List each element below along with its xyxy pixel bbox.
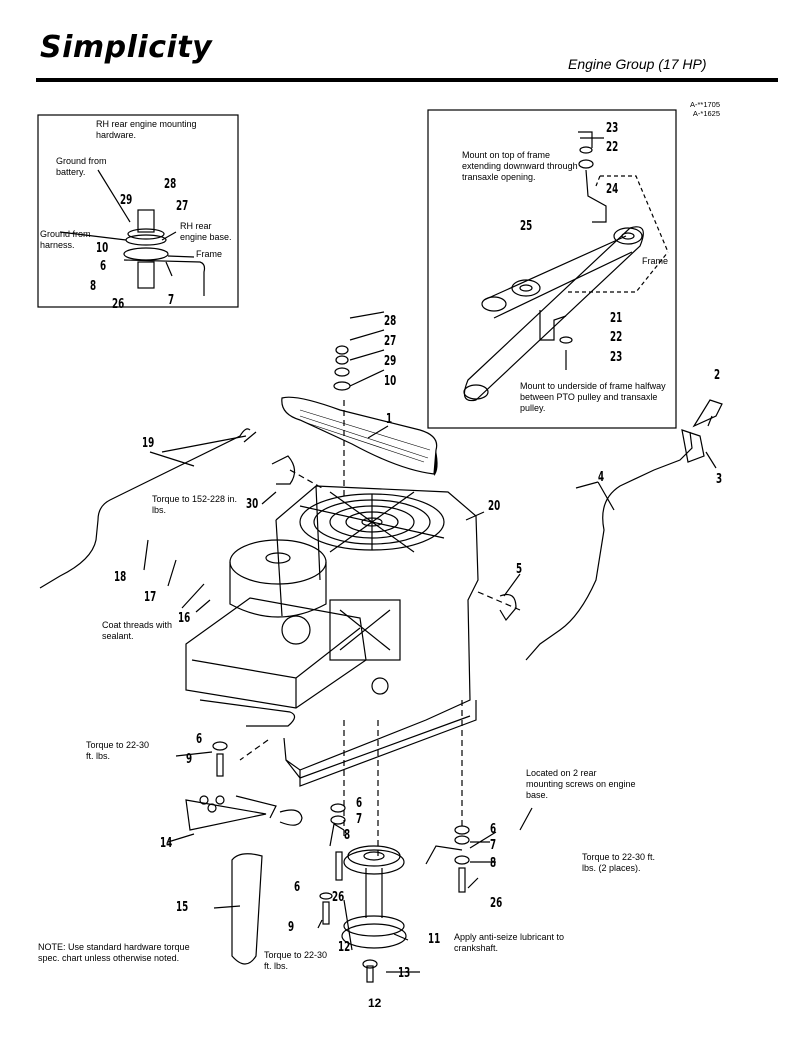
part-number: 11 [428,932,441,947]
inset-box-right [427,109,677,429]
part-number: 12 [338,940,351,955]
callout-torque-bottom: Torque to 22-30 ft. lbs. [264,950,328,971]
part-number: 1 [386,412,393,427]
part-number: 26 [332,890,345,905]
label-rh-rear-hardware: RH rear engine mounting hardware. [96,119,197,140]
label-frame-right: Frame [642,256,669,266]
part-number: 7 [168,293,175,308]
part-number: 13 [398,966,411,981]
drawing-code: A-**1705 [690,100,721,109]
section-title: Engine Group (17 HP) [568,56,707,72]
engine-outline [275,485,479,771]
part-number: 4 [598,470,605,485]
part-number: 6 [196,732,203,747]
part-number: 24 [606,182,619,197]
part-number: 14 [160,836,173,851]
callout-located-rear: Located on 2 rear mounting screws on eng… [526,768,636,800]
part-number: 28 [384,314,397,329]
part-number: 29 [384,354,397,369]
part-number: 20 [488,499,501,514]
label-ground-battery: Ground from battery. [56,156,107,177]
part-number: 6 [356,796,363,811]
part-number: 26 [112,297,125,312]
muffler-shape [281,396,438,475]
part-number: 8 [344,828,351,843]
part-number: 7 [356,812,363,827]
header-rule [36,78,778,82]
part-number: 19 [142,436,155,451]
part-number: 15 [176,900,189,915]
part-number: 2 [714,368,721,383]
part-number: 6 [490,822,497,837]
part-number: 27 [176,199,189,214]
part-number: 23 [606,121,619,136]
brand-logo: Simplicity [40,30,213,65]
label-ground-harness: Ground from harness. [40,229,91,250]
label-mount-top: Mount on top of frame extending downward… [462,150,578,182]
footer-note: NOTE: Use standard hardware torque spec.… [38,942,190,963]
callout-torque-16: Torque to 152-228 in. lbs. [152,494,238,515]
part-number: 5 [516,562,523,577]
part-number: 9 [186,752,193,767]
label-frame-left: Frame [196,249,223,259]
part-number: 25 [520,219,533,234]
callout-torque-9: Torque to 22-30 ft. lbs. [86,740,150,761]
part-number: 21 [610,311,623,326]
part-number: 7 [490,838,497,853]
part-number: 22 [606,140,619,155]
part-number: 10 [96,241,109,256]
part-number: 6 [294,880,301,895]
part-number: 17 [144,590,157,605]
part-number: 23 [610,350,623,365]
drawing-code: A-*1625 [692,109,721,118]
part-number: 29 [120,193,133,208]
inset-box-left [37,114,239,308]
part-number: 16 [178,611,191,626]
part-number: 8 [490,856,497,871]
part-number: 6 [100,259,107,274]
part-number: 8 [90,279,97,294]
part-number: 22 [610,330,623,345]
part-number: 28 [164,177,177,192]
drawing-codes: A-**1705 A-*1625 [690,100,720,118]
label-mount-underside: Mount to underside of frame halfway betw… [520,381,666,413]
callout-coat-threads: Coat threads with sealant. [102,620,173,641]
part-number: 3 [716,472,723,487]
page-number: 12 [368,996,382,1010]
callout-torque-26: Torque to 22-30 ft. lbs. (2 places). [582,852,656,873]
callout-anti-seize: Apply anti-seize lubricant to crankshaft… [454,932,565,953]
part-number: 18 [114,570,127,585]
part-number: 9 [288,920,295,935]
part-number: 30 [246,497,259,512]
part-number: 27 [384,334,397,349]
part-number: 10 [384,374,397,389]
part-number: 26 [490,896,503,911]
label-rh-rear-base: RH rear engine base. [180,221,232,242]
